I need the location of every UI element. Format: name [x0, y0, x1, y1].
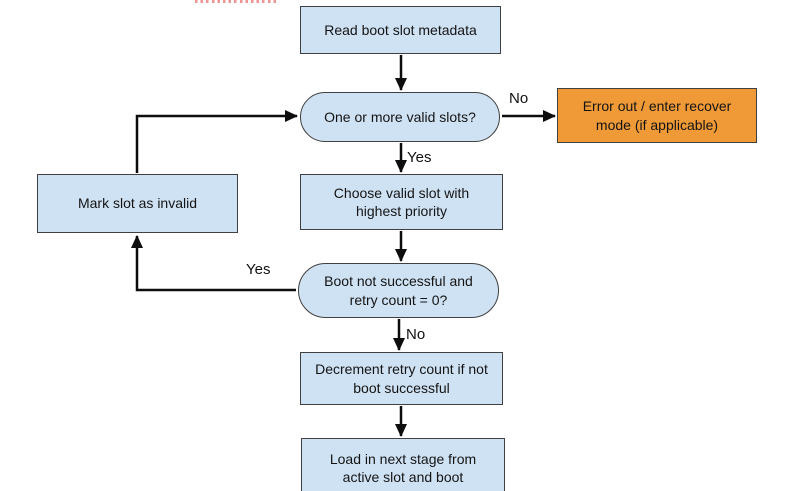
node-read-boot-slot-metadata: Read boot slot metadata: [300, 6, 501, 54]
node-load-next-stage: Load in next stage from active slot and …: [301, 438, 505, 491]
node-one-or-more-valid-slots: One or more valid slots?: [300, 92, 500, 142]
arrow-boot-check-to-mark-invalid: [131, 235, 296, 292]
node-decrement-retry-count: Decrement retry count if not boot succes…: [300, 352, 503, 405]
node-mark-slot-as-invalid: Mark slot as invalid: [37, 174, 238, 233]
edge-label-no-to-error: No: [509, 90, 529, 107]
clipped-red-text-marks: [195, 0, 279, 3]
edge-label-yes-to-mark-invalid: Yes: [246, 261, 271, 278]
edge-label-no-to-decrement: No: [406, 326, 426, 343]
node-error-out-recover-mode: Error out / enter recover mode (if appli…: [557, 88, 757, 143]
node-boot-not-successful-check: Boot not successful and retry count = 0?: [298, 263, 499, 318]
arrow-mark-invalid-to-valid-slots: [135, 110, 298, 173]
node-choose-valid-slot: Choose valid slot with highest priority: [300, 174, 503, 230]
edge-label-yes-to-choose: Yes: [407, 149, 432, 166]
